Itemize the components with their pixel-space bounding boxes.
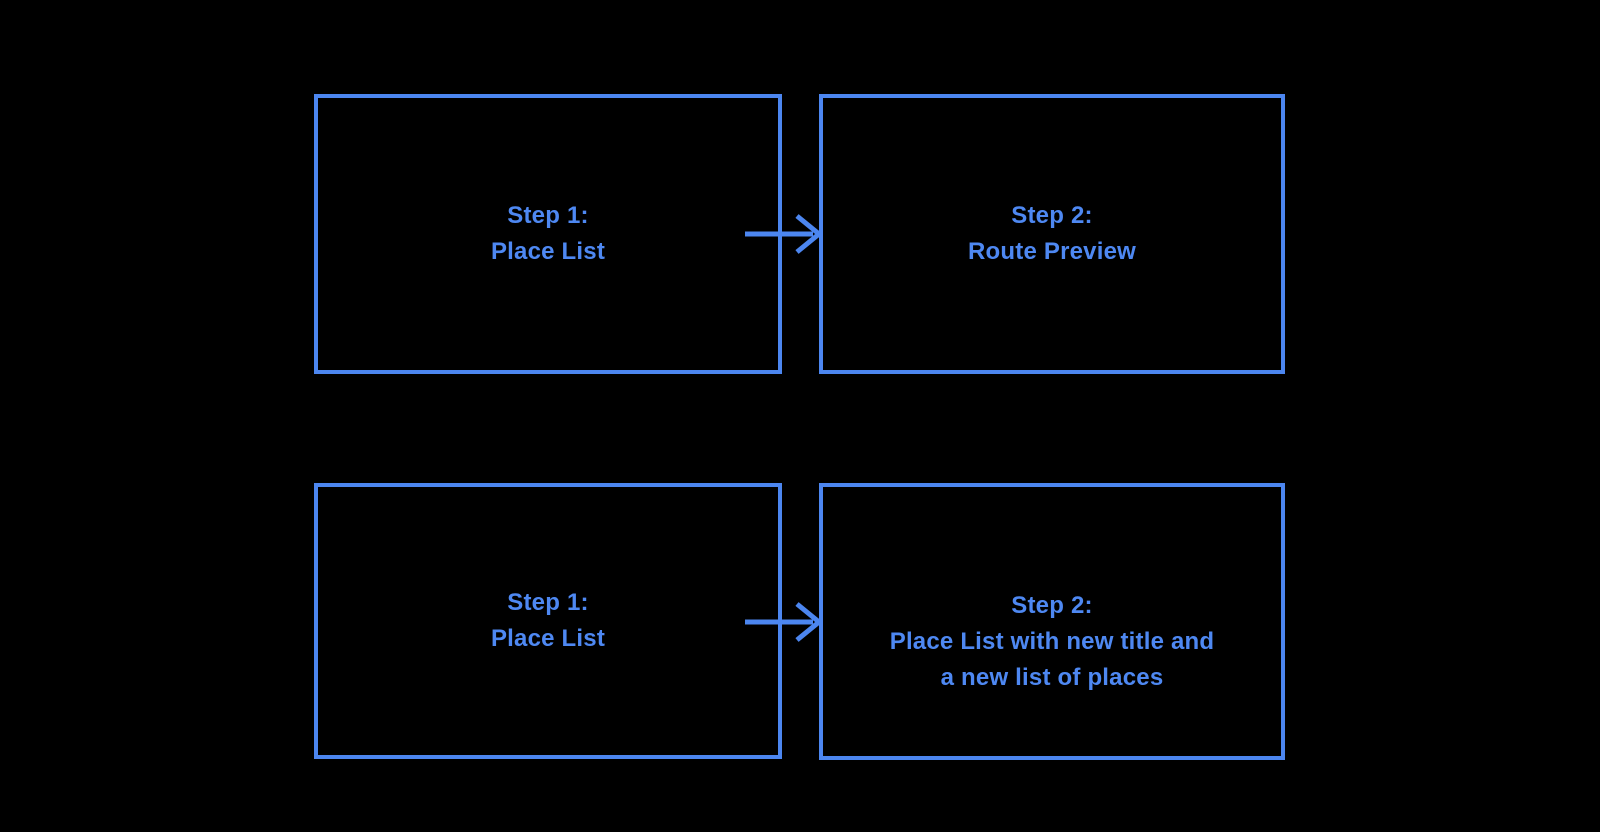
- flow-box-step1-place-list-bottom: Step 1: Place List: [314, 483, 782, 759]
- flow-box-label-line: Step 2:: [1011, 591, 1093, 619]
- flow-box-label-line: Place List with new title and: [889, 627, 1215, 655]
- flow-box-label: Step 1: Place List: [318, 198, 778, 270]
- flow-box-label-line: Place List: [490, 625, 606, 652]
- flow-box-label-line: Step 1:: [507, 589, 589, 616]
- flow-box-label: Step 1: Place List: [318, 585, 778, 657]
- flow-box-step1-place-list-top: Step 1: Place List: [314, 94, 782, 374]
- flow-box-label: Step 2: Place List with new title and a …: [823, 588, 1281, 696]
- flow-box-label-line: Step 2:: [1011, 202, 1093, 229]
- flow-box-label-line: Place List: [490, 238, 606, 265]
- flow-box-step2-route-preview: Step 2: Route Preview: [819, 94, 1285, 374]
- flow-box-label-line: a new list of places: [940, 663, 1164, 691]
- flow-box-label: Step 2: Route Preview: [823, 198, 1281, 270]
- flow-box-label-line: Step 1:: [507, 202, 589, 229]
- flow-box-label-line: Route Preview: [968, 238, 1136, 265]
- flow-box-step2-new-place-list: Step 2: Place List with new title and a …: [819, 483, 1285, 760]
